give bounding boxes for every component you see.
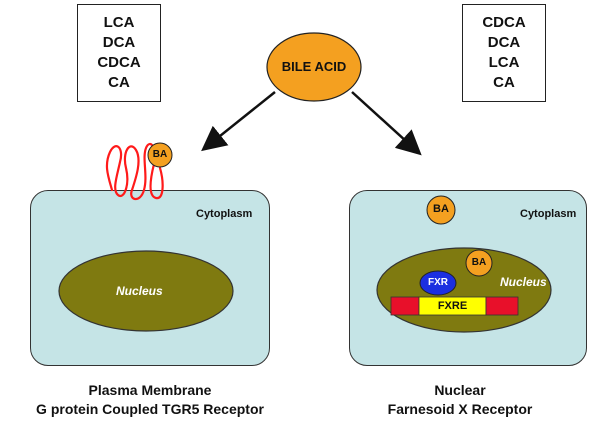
ba-cytoplasm-label: BA [433, 203, 449, 215]
left-cytoplasm-label: Cytoplasm [196, 208, 253, 220]
left-caption: Plasma Membrane G protein Coupled TGR5 R… [0, 381, 300, 419]
arrow-to-left [201, 91, 276, 152]
left-list-item: LCA [103, 14, 135, 31]
left-nucleus [58, 250, 234, 332]
right-caption: Nuclear Farnesoid X Receptor [320, 381, 600, 419]
left-caption-line1: Plasma Membrane [88, 382, 212, 398]
tgr5-receptor-icon [105, 142, 164, 201]
right-caption-line1: Nuclear [434, 382, 486, 398]
right-nucleus-label: Nucleus [500, 275, 547, 289]
right-list-item: DCA [487, 34, 521, 51]
ba-nucleus-circle [465, 249, 493, 277]
left-list-item: CDCA [97, 54, 141, 71]
left-caption-line2: G protein Coupled TGR5 Receptor [36, 401, 264, 417]
left-bile-acid-list: LCA DCA CDCA CA [77, 4, 161, 102]
left-list-item: DCA [102, 34, 136, 51]
left-list-item: CA [108, 74, 130, 91]
fxre-right-flank [485, 296, 519, 316]
ba-cytoplasm-circle [426, 195, 456, 225]
arrow-to-right [351, 91, 422, 156]
ba-receptor-label: BA [152, 149, 168, 160]
bile-acid-ellipse [266, 32, 362, 102]
right-list-item: LCA [488, 54, 520, 71]
left-nucleus-label: Nucleus [116, 284, 163, 298]
right-nucleus [376, 247, 552, 333]
fxr-label: FXR [428, 277, 448, 288]
ba-receptor-circle [147, 142, 173, 168]
right-bile-acid-list: CDCA DCA LCA CA [462, 4, 546, 102]
fxre-label: FXRE [437, 300, 468, 312]
right-list-item: CA [493, 74, 515, 91]
fxr-ellipse [419, 270, 457, 296]
right-caption-line2: Farnesoid X Receptor [387, 401, 533, 417]
right-list-item: CDCA [482, 14, 526, 31]
ba-nucleus-label: BA [471, 257, 487, 268]
fxre-left-flank [390, 296, 420, 316]
bile-acid-label: BILE ACID [281, 59, 347, 74]
right-cytoplasm-label: Cytoplasm [520, 208, 577, 220]
